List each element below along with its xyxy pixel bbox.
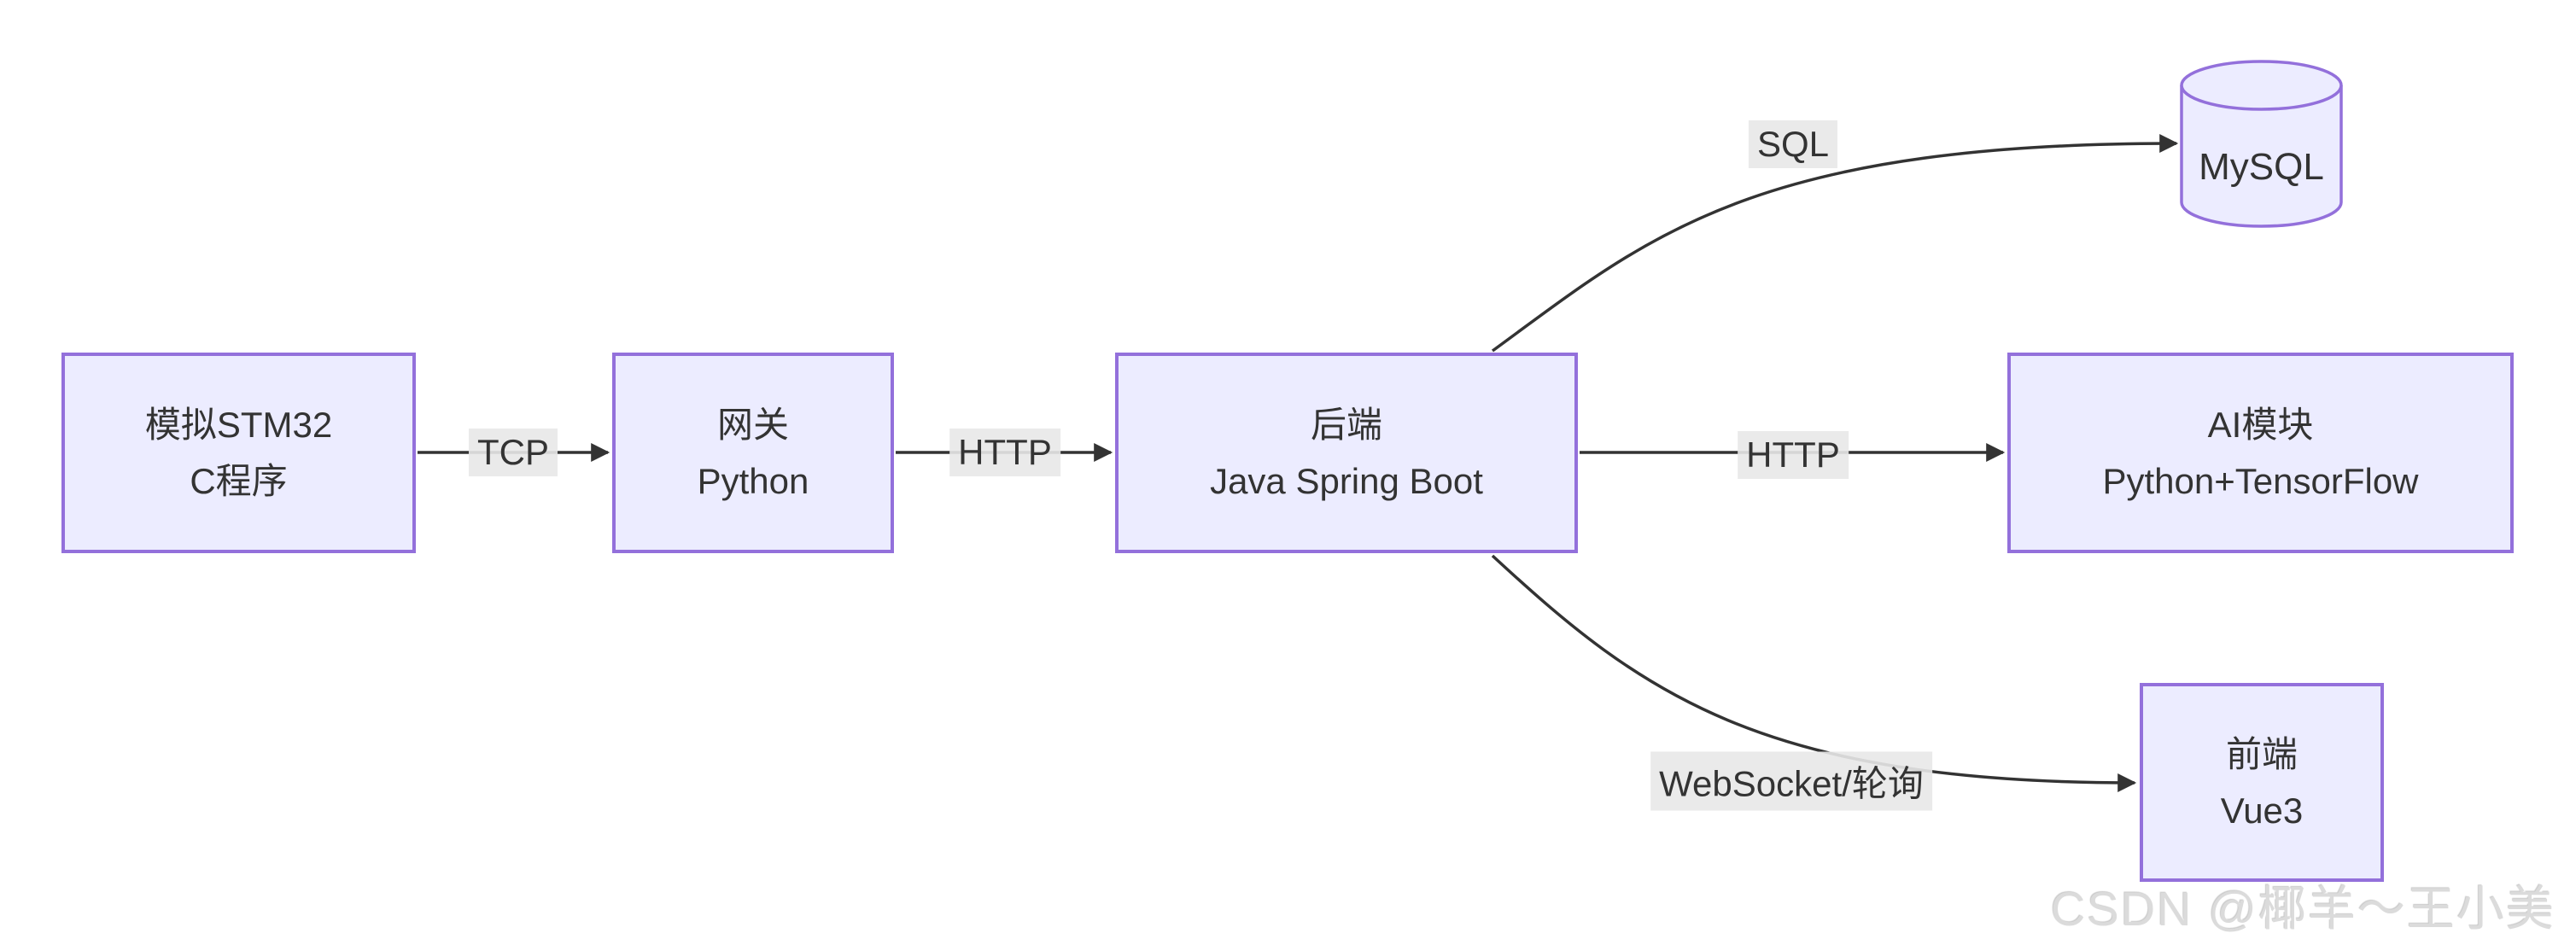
edge-label-http-backend-ai: HTTP (1738, 431, 1849, 479)
node-database-label: MySQL (2199, 146, 2324, 188)
node-ai-module: AI模块 Python+TensorFlow (2007, 353, 2514, 553)
node-stm32-line2: C程序 (190, 460, 288, 501)
node-gateway-line1: 网关 (716, 404, 789, 445)
node-frontend-line1: 前端 (2225, 733, 2298, 774)
node-gateway-line2: Python (697, 460, 809, 501)
csdn-watermark: CSDN @椰羊～王小美 (2050, 882, 2556, 936)
node-stm32-line1: 模拟STM32 (144, 404, 333, 445)
node-gateway: 网关 Python (612, 353, 894, 553)
node-backend-line1: 后端 (1310, 404, 1382, 445)
node-backend-line2: Java Spring Boot (1210, 460, 1483, 501)
node-ai-module-line2: Python+TensorFlow (2102, 460, 2419, 501)
edge-sql-backend-mysql (1491, 134, 2179, 353)
edge-label-tcp: TCP (469, 429, 558, 476)
node-frontend: 前端 Vue3 (2140, 683, 2384, 882)
database-cylinder-body (2180, 85, 2343, 228)
edge-websocket-backend-frontend (1491, 554, 2137, 792)
edge-label-websocket: WebSocket/轮询 (1650, 751, 1932, 811)
database-cylinder (2180, 60, 2343, 228)
node-ai-module-line1: AI模块 (2207, 404, 2314, 445)
edge-label-sql: SQL (1748, 120, 1838, 168)
node-stm32: 模拟STM32 C程序 (61, 353, 416, 553)
node-backend: 后端 Java Spring Boot (1115, 353, 1578, 553)
edge-label-http-gateway-backend: HTTP (949, 429, 1060, 476)
node-frontend-line2: Vue3 (2220, 790, 2304, 831)
database-cylinder-top (2180, 60, 2343, 111)
